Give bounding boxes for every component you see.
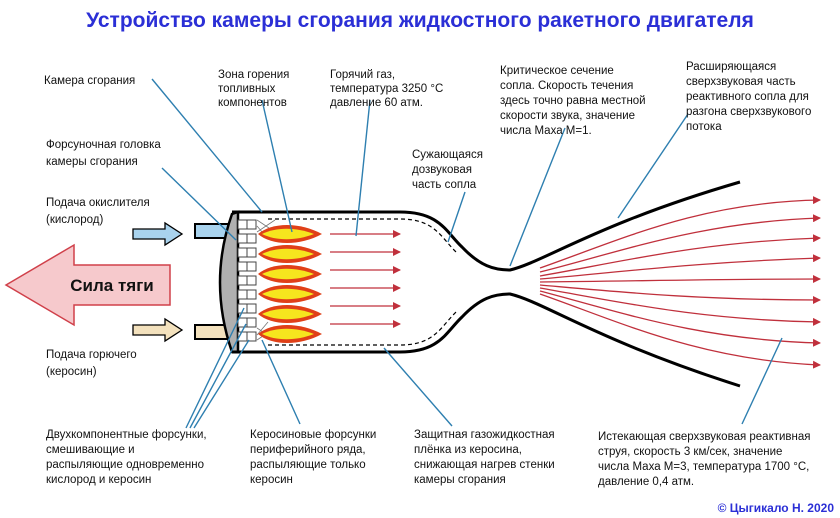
protective-film (268, 218, 457, 346)
diagram-title: Устройство камеры сгорания жидкостного р… (86, 9, 754, 32)
thrust-arrow (4, 243, 171, 327)
flames (258, 225, 322, 343)
label-fuel-supply: Подача горючего (керосин) (46, 349, 140, 378)
thrust-label: Сила тяги (70, 276, 153, 295)
label-injector-head: Форсуночная головка камеры сгорания (46, 139, 164, 168)
leader-lines (151, 78, 783, 429)
chamber-gas-arrows (330, 230, 401, 328)
label-converging-section: Сужающаяся дозвуковая часть сопла (412, 149, 486, 191)
label-critical-section: Критическое сечение сопла. Скорость тече… (500, 65, 649, 137)
exhaust-jet-arrows (539, 196, 821, 369)
copyright: © Цыгикало Н. 2020 (718, 501, 835, 515)
label-exhaust-jet: Истекающая сверхзвуковая реактивная стру… (598, 431, 814, 488)
oxidizer-inlet (132, 221, 234, 247)
engine-wall (232, 180, 741, 388)
label-protective-film: Защитная газожидкостная плёнка из кероси… (414, 429, 558, 486)
label-burn-zone: Зона горения топливных компонентов (218, 69, 293, 109)
label-hot-gas: Горячий газ, температура 3250 °С давлени… (330, 69, 447, 109)
label-diverging-section: Расширяющаяся сверхзвуковая часть реакти… (686, 61, 815, 133)
injector-rows (237, 219, 257, 342)
fuel-inlet (132, 317, 234, 343)
label-oxidizer-supply: Подача окислителя (кислород) (46, 197, 153, 226)
label-bipropellant-injectors: Двухкомпонентные форсунки, смешивающие и… (46, 429, 210, 486)
label-combustion-chamber: Камера сгорания (44, 75, 135, 87)
injector-head-dome (218, 210, 240, 354)
label-kerosene-injectors: Керосиновые форсунки периферийного ряда,… (250, 429, 380, 486)
